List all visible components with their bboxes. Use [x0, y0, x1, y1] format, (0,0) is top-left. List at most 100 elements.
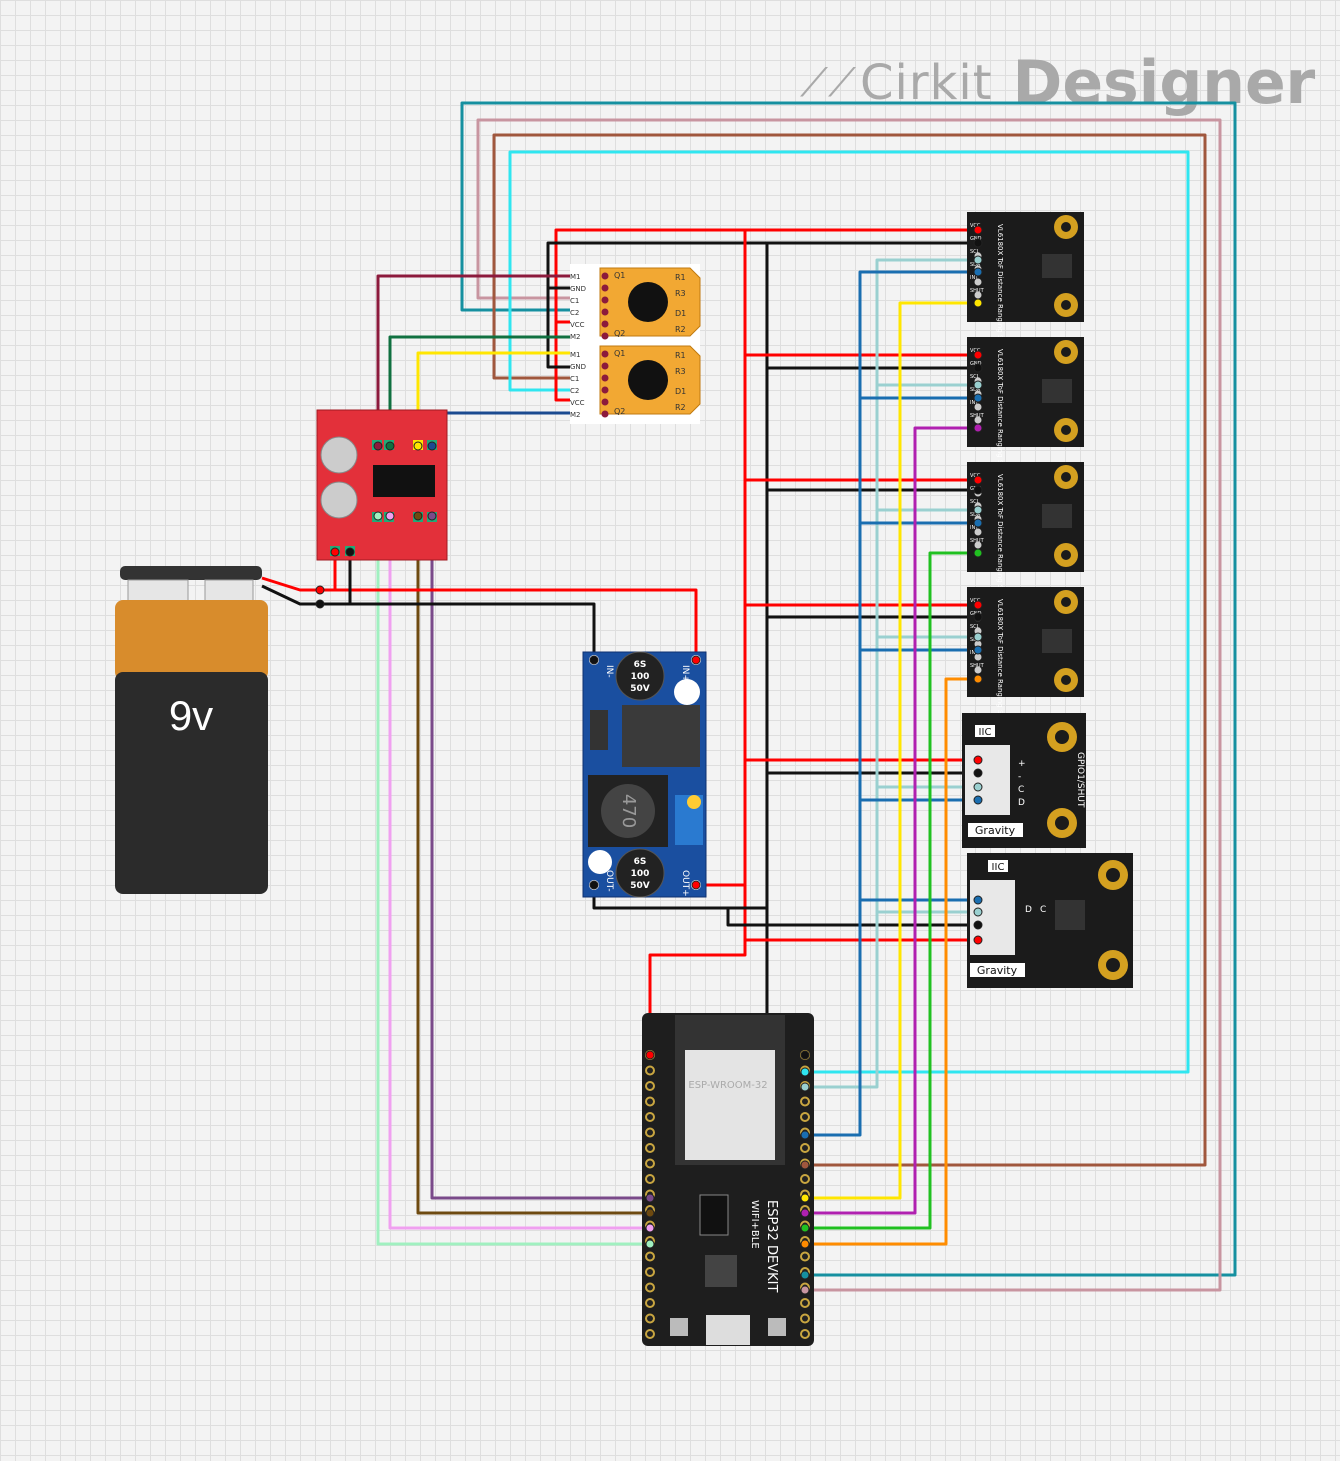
inductor-label: 470 — [618, 794, 639, 828]
esp32-pin-left — [645, 1127, 655, 1138]
label-in-neg: IN- — [604, 665, 614, 678]
esp32-pin-right — [800, 1143, 810, 1153]
md-pin — [601, 308, 609, 316]
tof-pin-label: SHUT — [970, 663, 985, 669]
md-pin — [601, 374, 609, 382]
md-pin-label: C2 — [570, 309, 579, 317]
md-pin — [601, 386, 609, 394]
tof-pin-label: VCC — [970, 598, 981, 604]
svg-text:ESP32 DEVKIT: ESP32 DEVKIT — [764, 1200, 779, 1292]
esp32-pin-right — [800, 1112, 810, 1122]
esp32-pin-right — [800, 1251, 810, 1262]
wire-endpoint — [427, 441, 437, 451]
svg-text:R2: R2 — [675, 325, 686, 334]
tof-label: VL6180X ToF Distance Ranging Sensor(V1.0… — [996, 599, 1004, 756]
tof-pin — [974, 666, 982, 674]
esp32-pin-left — [645, 1267, 655, 1277]
svg-text:Gravity: Gravity — [975, 824, 1016, 837]
svg-text:D: D — [1018, 798, 1025, 808]
wire-endpoint — [589, 655, 599, 665]
logo-text-designer: Designer — [1012, 48, 1316, 118]
wire-endpoint — [315, 599, 325, 609]
tof-pin-label: SCL — [970, 499, 980, 505]
wire-endpoint — [645, 1193, 655, 1203]
wire-endpoint — [645, 1208, 655, 1218]
gravity-module-b: IIC Gravity D C — [967, 853, 1133, 988]
wire-endpoint — [800, 1130, 810, 1140]
svg-text:-: - — [1018, 772, 1021, 782]
esp32-pin-left — [645, 1298, 655, 1308]
wire-endpoint — [800, 1067, 810, 1077]
diode — [590, 710, 608, 750]
svg-text:R3: R3 — [675, 367, 686, 376]
svg-text:D: D — [1025, 905, 1032, 915]
esp32-pin-right — [800, 1174, 810, 1184]
wire-endpoint — [973, 225, 983, 235]
micro-usb-port — [706, 1315, 750, 1345]
wire-endpoint — [345, 547, 355, 557]
md-pin-label: VCC — [570, 399, 585, 407]
wire-endpoint — [973, 674, 983, 684]
pot-screw — [687, 795, 701, 809]
tof-pin — [974, 653, 982, 661]
md-pin — [601, 362, 609, 370]
tof-pin-label: INT — [970, 525, 979, 531]
tof-pin-label: GND — [970, 236, 982, 242]
battery-terminal-right — [204, 579, 254, 603]
svg-text:100: 100 — [631, 672, 650, 682]
battery-top-band — [115, 600, 268, 680]
md-pin — [601, 284, 609, 292]
svg-text:R1: R1 — [675, 273, 686, 282]
esp32-pin-right — [800, 1298, 810, 1308]
tof-pin-label: SHUT — [970, 538, 985, 544]
wire-endpoint — [973, 350, 983, 360]
esp32-pin-right — [800, 1313, 810, 1324]
wire-endpoint — [589, 880, 599, 890]
wire-endpoint — [800, 1239, 810, 1249]
wire-endpoint — [973, 255, 983, 265]
tof-pin-label: INT — [970, 400, 979, 406]
svg-text:D1: D1 — [675, 387, 686, 396]
sensor-chip — [1042, 254, 1072, 278]
tof-pin — [974, 528, 982, 536]
svg-text:50V: 50V — [630, 684, 650, 694]
sensor-chip — [1042, 629, 1072, 653]
tof-pin — [974, 416, 982, 424]
tof-pin-label: INT — [970, 275, 979, 281]
tof-pin-label: SCL — [970, 249, 980, 255]
tof-pin — [974, 278, 982, 286]
wire-teal — [460, 101, 1237, 1277]
wire-endpoint — [973, 238, 983, 248]
wire-endpoint — [800, 1050, 810, 1060]
battery-terminal-left — [127, 579, 189, 603]
boot-button[interactable] — [768, 1318, 786, 1336]
svg-text:C: C — [1018, 785, 1024, 795]
buck-mount-hole-2 — [588, 850, 612, 874]
md-pin-label: M1 — [570, 351, 581, 359]
wire-endpoints — [315, 225, 983, 1295]
md-pin — [601, 398, 609, 406]
sensor-chip — [1042, 379, 1072, 403]
tof-sensors: VL6180X ToF Distance Ranging Sensor(V1.0… — [967, 212, 1084, 756]
md-pin — [601, 320, 609, 328]
md-pin-label: C1 — [570, 375, 579, 383]
wrench-icon: ⟋⟋ — [800, 60, 856, 106]
tof-pin — [974, 640, 982, 648]
tof-pin-label: SDA — [970, 387, 981, 393]
svg-text:Q2: Q2 — [614, 329, 625, 338]
wire-endpoint — [973, 267, 983, 277]
svg-text:6S: 6S — [634, 857, 647, 867]
esp32-pin-right — [800, 1096, 810, 1107]
tof-pin-label: SHUT — [970, 413, 985, 419]
label-out-neg: OUT- — [604, 870, 614, 892]
md-pin — [601, 296, 609, 304]
tof-pin-label: SHUT — [970, 288, 985, 294]
gravity-module-a: IIC Gravity GPIO1/SHUT + - C D — [962, 713, 1086, 848]
motor-driver-board — [316, 409, 448, 561]
wire-endpoint — [645, 1050, 655, 1060]
wire-brown — [492, 133, 1207, 1167]
en-button[interactable] — [670, 1318, 688, 1336]
